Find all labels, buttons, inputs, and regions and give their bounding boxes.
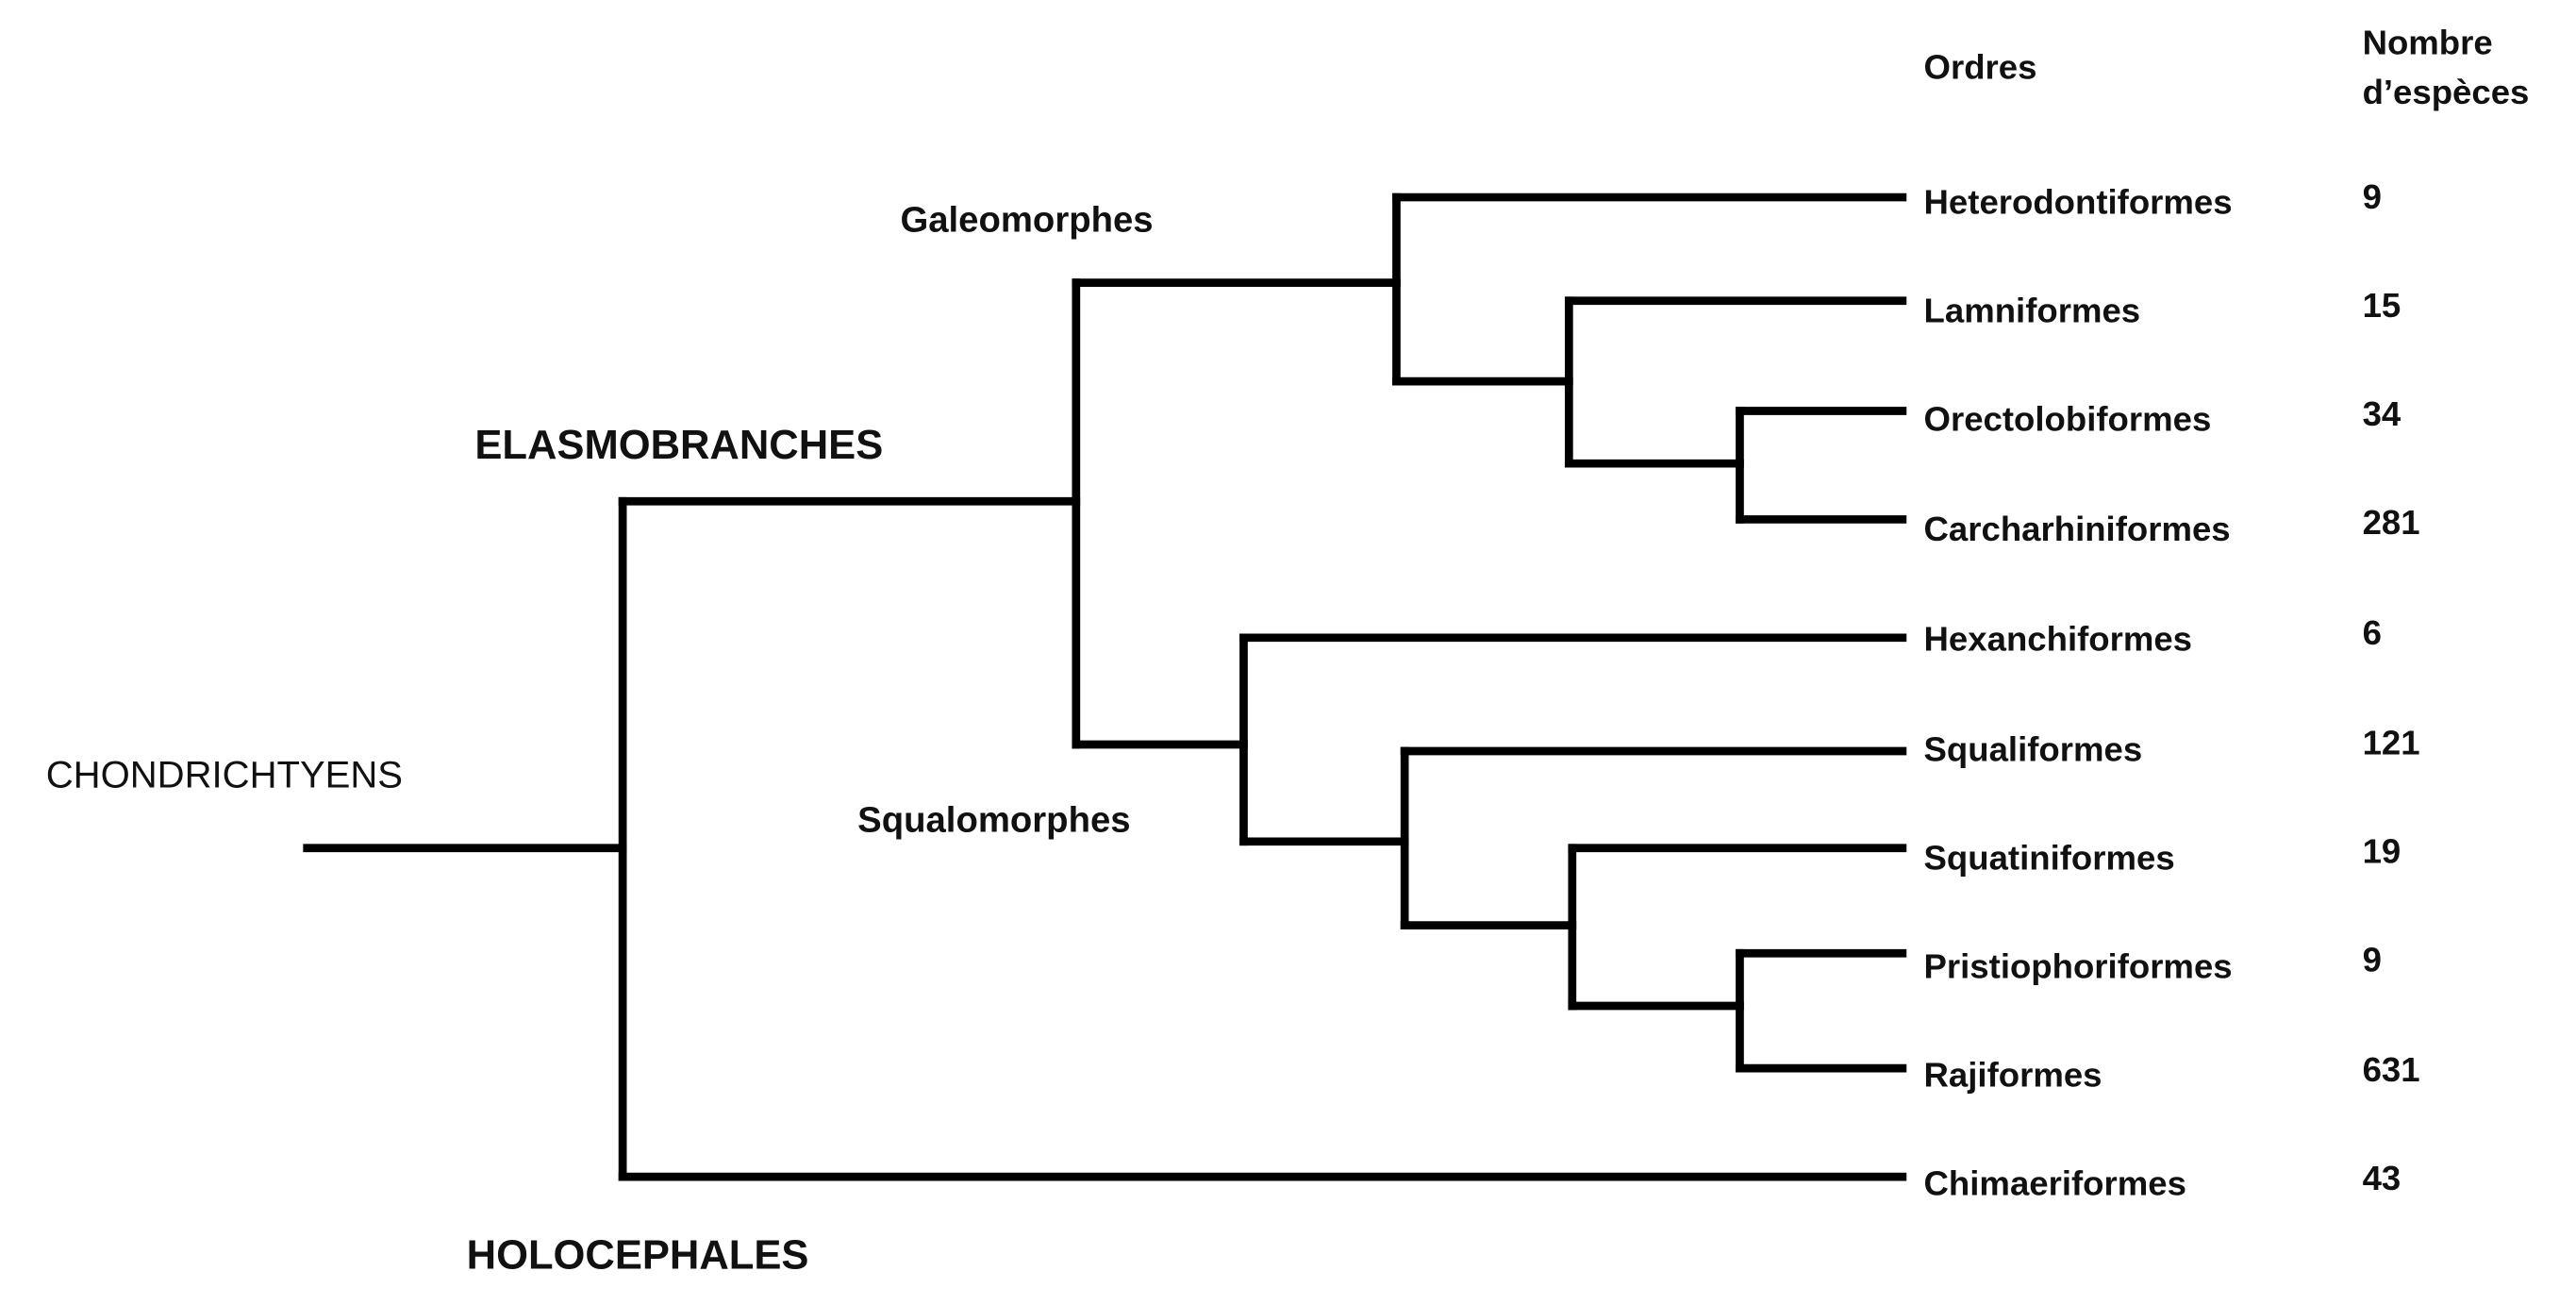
clade-label-chondrichtyens: CHONDRICHTYENS [46,754,403,795]
clade-label-galeomorphes: Galeomorphes [900,200,1153,241]
species-count: 6 [2363,613,2382,652]
species-count: 19 [2363,831,2401,870]
header-count-line2: d’espèces [2363,73,2530,111]
order-name: Heterodontiformes [1924,182,2233,221]
species-count: 34 [2363,394,2401,433]
clade-label-elasmobranches: ELASMOBRANCHES [474,423,883,468]
order-name: Squaliformes [1924,729,2143,768]
header-count-line1: Nombre [2363,24,2493,62]
species-counts: 9 15 34 281 6 121 19 9 631 43 [2363,177,2420,1197]
species-count: 43 [2363,1159,2401,1197]
order-name: Squatiniformes [1924,838,2175,877]
species-count: 121 [2363,723,2420,761]
header-orders: Ordres [1924,48,2037,87]
species-count: 15 [2363,286,2401,325]
order-name: Lamniformes [1924,291,2141,329]
order-name: Carcharhiniformes [1924,510,2231,548]
clade-label-holocephales: HOLOCEPHALES [467,1233,809,1279]
order-name: Chimaeriformes [1924,1163,2186,1202]
order-name: Pristiophoriformes [1924,946,2233,985]
order-name: Hexanchiformes [1924,620,2192,659]
order-name: Orectolobiformes [1924,399,2212,438]
clade-label-squalomorphes: Squalomorphes [857,799,1130,840]
species-count: 9 [2363,940,2382,979]
species-count: 9 [2363,177,2382,216]
order-name: Rajiformes [1924,1055,2102,1094]
order-labels: Heterodontiformes Lamniformes Orectolobi… [1924,182,2233,1202]
tree-branches [303,192,1907,1181]
species-count: 631 [2363,1050,2420,1089]
species-count: 281 [2363,503,2420,542]
